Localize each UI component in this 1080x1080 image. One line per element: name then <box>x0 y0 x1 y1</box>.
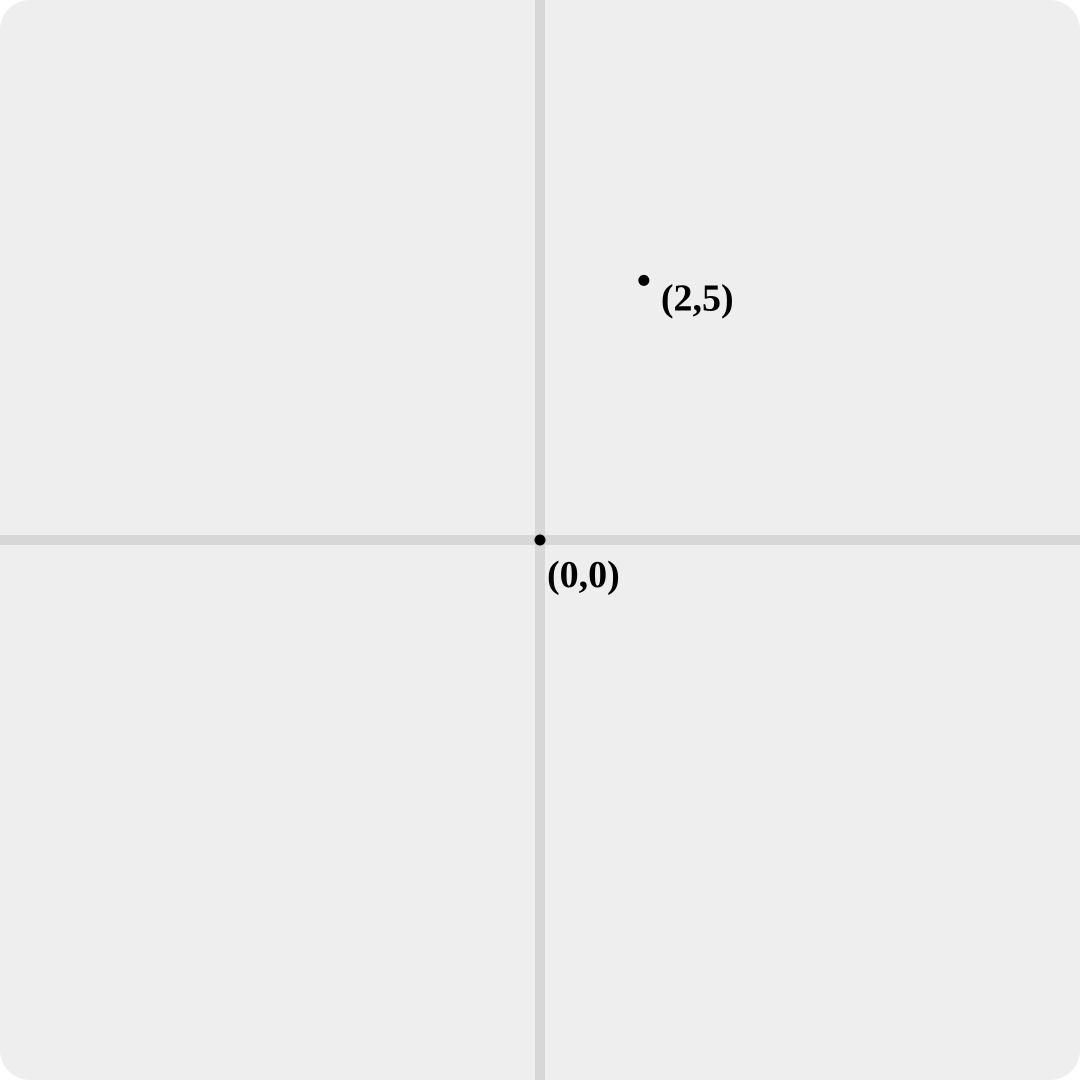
point-dot <box>638 274 650 286</box>
point-label: (2,5) <box>661 277 734 319</box>
point-label: (0,0) <box>547 554 620 596</box>
points-layer: (0,0) (2,5) <box>534 274 734 596</box>
point-dot <box>534 534 546 546</box>
